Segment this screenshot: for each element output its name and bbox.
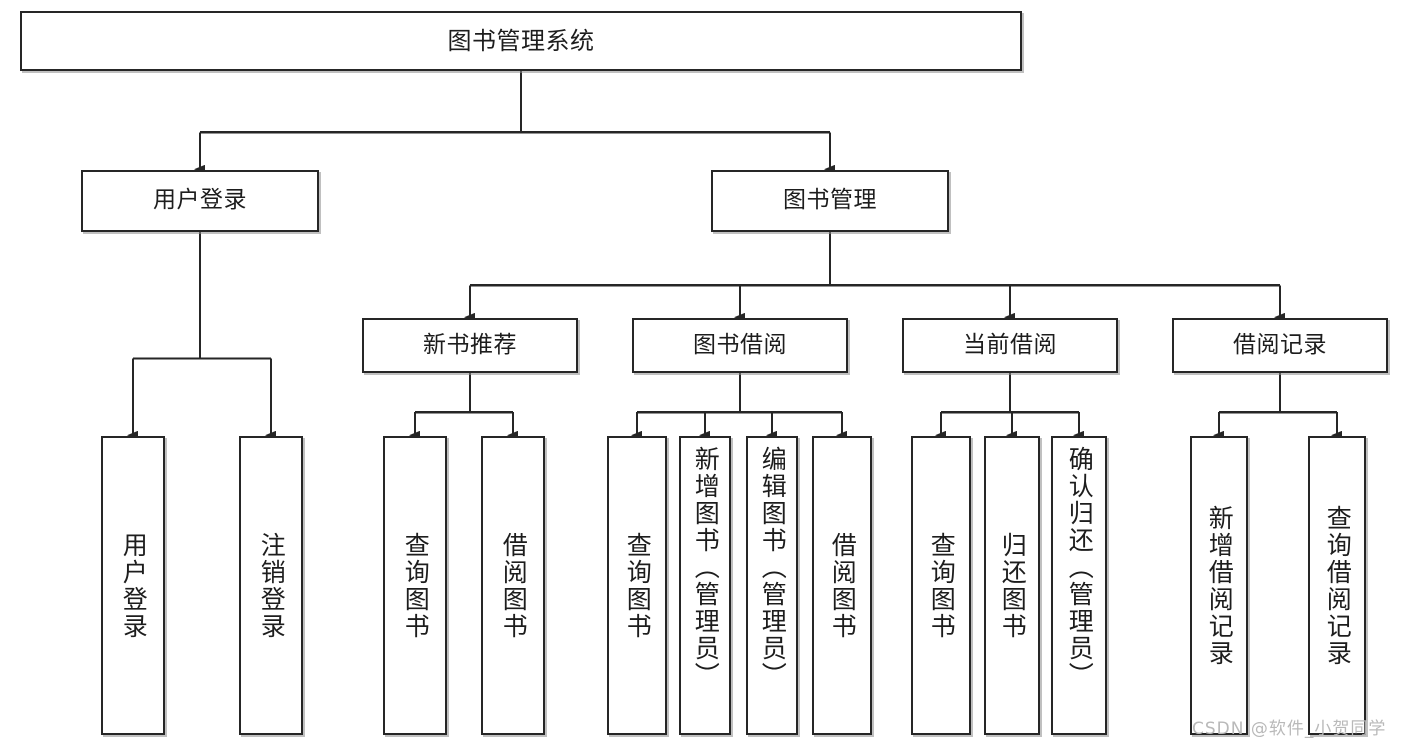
node-current-borrow[interactable]: 当前借阅 <box>902 318 1118 373</box>
node-leaf-query-book-recommend[interactable]: 查询图书 <box>383 436 447 735</box>
node-leaf-add-borrow-record-label: 新增借阅记录 <box>1205 504 1235 667</box>
node-leaf-user-login-label: 用户登录 <box>119 531 149 640</box>
node-leaf-logout[interactable]: 注销登录 <box>239 436 303 735</box>
node-leaf-add-book-admin[interactable]: 新增图书（管理员） <box>679 436 731 735</box>
node-leaf-edit-book-admin-label: 编辑图书（管理员） <box>758 446 788 689</box>
node-leaf-add-borrow-record[interactable]: 新增借阅记录 <box>1190 436 1248 735</box>
node-leaf-query-borrow-record[interactable]: 查询借阅记录 <box>1308 436 1366 735</box>
node-user-login[interactable]: 用户登录 <box>81 170 319 232</box>
node-leaf-query-book-current-label: 查询图书 <box>927 531 957 640</box>
node-current-borrow-label: 当前借阅 <box>963 331 1057 358</box>
node-leaf-return-book-label: 归还图书 <box>998 531 1028 640</box>
node-leaf-query-book-current[interactable]: 查询图书 <box>911 436 971 735</box>
node-leaf-borrow-book-recommend[interactable]: 借阅图书 <box>481 436 545 735</box>
node-root[interactable]: 图书管理系统 <box>20 11 1022 71</box>
node-leaf-query-borrow-record-label: 查询借阅记录 <box>1323 504 1353 667</box>
node-leaf-edit-book-admin[interactable]: 编辑图书（管理员） <box>746 436 798 735</box>
node-root-label: 图书管理系统 <box>447 26 595 55</box>
node-borrow-record[interactable]: 借阅记录 <box>1172 318 1388 373</box>
node-leaf-query-book-borrow-label: 查询图书 <box>623 531 653 640</box>
node-book-management-label: 图书管理 <box>783 187 877 214</box>
node-leaf-logout-label: 注销登录 <box>257 531 287 640</box>
node-leaf-user-login[interactable]: 用户登录 <box>101 436 165 735</box>
node-user-login-label: 用户登录 <box>153 187 247 214</box>
node-borrow-record-label: 借阅记录 <box>1233 331 1327 358</box>
node-book-borrow[interactable]: 图书借阅 <box>632 318 848 373</box>
csdn-watermark: CSDN @软件_小贺同学 <box>1192 719 1387 739</box>
node-leaf-borrow-book-label: 借阅图书 <box>828 531 858 640</box>
node-book-management[interactable]: 图书管理 <box>711 170 949 232</box>
node-book-borrow-label: 图书借阅 <box>693 331 787 358</box>
node-leaf-borrow-book-recommend-label: 借阅图书 <box>499 531 529 640</box>
node-new-book-recommend-label: 新书推荐 <box>423 331 517 358</box>
node-leaf-add-book-admin-label: 新增图书（管理员） <box>691 446 721 689</box>
node-leaf-return-book[interactable]: 归还图书 <box>984 436 1040 735</box>
node-leaf-borrow-book[interactable]: 借阅图书 <box>812 436 872 735</box>
node-leaf-confirm-return-admin-label: 确认归还（管理员） <box>1065 446 1095 689</box>
node-leaf-query-book-borrow[interactable]: 查询图书 <box>607 436 667 735</box>
node-new-book-recommend[interactable]: 新书推荐 <box>362 318 578 373</box>
node-leaf-confirm-return-admin[interactable]: 确认归还（管理员） <box>1051 436 1107 735</box>
node-leaf-query-book-recommend-label: 查询图书 <box>401 531 431 640</box>
